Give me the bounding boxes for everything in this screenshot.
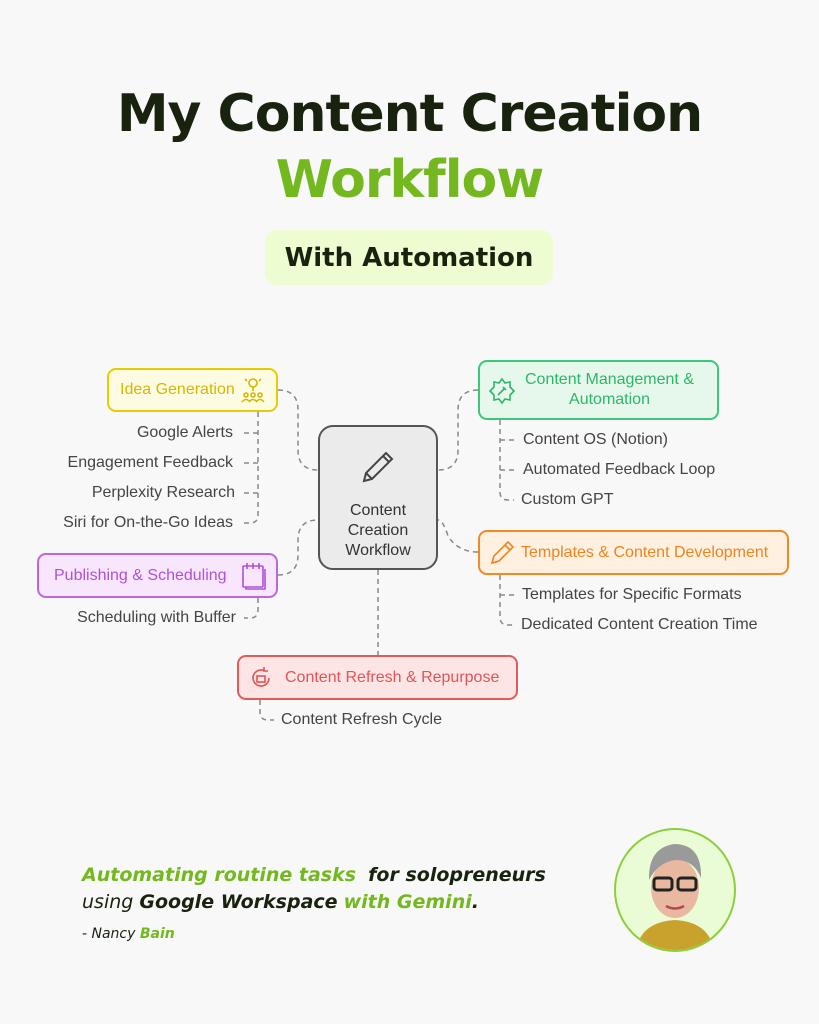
idea-item: Perplexity Research xyxy=(91,484,235,501)
node-content-refresh: Content Refresh & Repurpose xyxy=(237,655,518,700)
central-node-line-3: Workflow xyxy=(345,542,411,559)
signature-prefix: - Nancy xyxy=(82,926,136,942)
content-management-label-line-2: Automation xyxy=(569,391,650,408)
title-line-2: Workflow xyxy=(275,150,545,210)
content-management-label-line-1: Content Management & xyxy=(525,371,694,388)
refresh-icon xyxy=(252,667,270,687)
author-avatar xyxy=(614,828,736,952)
idea-item: Google Alerts xyxy=(136,424,233,441)
subtitle-pill: With Automation xyxy=(265,230,553,285)
avatar-portrait xyxy=(636,844,714,950)
title-line-1: My Content Creation xyxy=(116,84,703,144)
templates-item: Dedicated Content Creation Time xyxy=(521,616,758,633)
central-node: Content Creation Workflow xyxy=(318,425,438,570)
signature-name: Bain xyxy=(139,926,175,942)
idea-item: Siri for On-the-Go Ideas xyxy=(63,514,233,531)
content-refresh-label: Content Refresh & Repurpose xyxy=(285,668,500,686)
idea-generation-label: Idea Generation xyxy=(120,381,235,398)
tagline-brand: Google Workspace xyxy=(139,891,338,913)
pencil-icon xyxy=(362,451,394,483)
tagline-text: for solopreneurs xyxy=(368,864,546,886)
node-templates: Templates & Content Development xyxy=(478,530,789,575)
node-content-management: Content Management & Automation xyxy=(478,360,719,420)
management-item: Custom GPT xyxy=(521,491,614,508)
pen-icon xyxy=(490,540,515,565)
gear-icon xyxy=(488,377,516,405)
tagline-period: . xyxy=(471,891,479,913)
refresh-item: Content Refresh Cycle xyxy=(281,711,442,728)
tagline-highlight: with Gemini xyxy=(343,891,472,913)
signature: - Nancy Bain xyxy=(82,926,175,942)
tagline-text: using xyxy=(82,891,134,913)
node-idea-generation: Idea Generation xyxy=(107,368,278,412)
idea-item: Engagement Feedback xyxy=(67,454,233,471)
publishing-scheduling-label: Publishing & Scheduling xyxy=(54,566,227,584)
node-publishing-scheduling: Publishing & Scheduling xyxy=(37,553,278,598)
footer-tagline-line-2: using Google Workspace with Gemini. xyxy=(82,891,479,913)
central-node-line-2: Creation xyxy=(347,522,409,539)
footer-tagline-line-1: Automating routine tasks for solopreneur… xyxy=(82,864,546,886)
lightbulb-team-icon xyxy=(241,378,265,403)
tagline-highlight: Automating routine tasks xyxy=(82,864,357,886)
management-item: Automated Feedback Loop xyxy=(523,461,716,478)
publishing-item: Scheduling with Buffer xyxy=(77,609,236,626)
management-item: Content OS (Notion) xyxy=(523,431,668,448)
central-node-line-1: Content xyxy=(349,502,407,519)
calendar-icon xyxy=(242,563,266,590)
templates-item: Templates for Specific Formats xyxy=(522,586,742,603)
templates-label: Templates & Content Development xyxy=(521,543,769,561)
